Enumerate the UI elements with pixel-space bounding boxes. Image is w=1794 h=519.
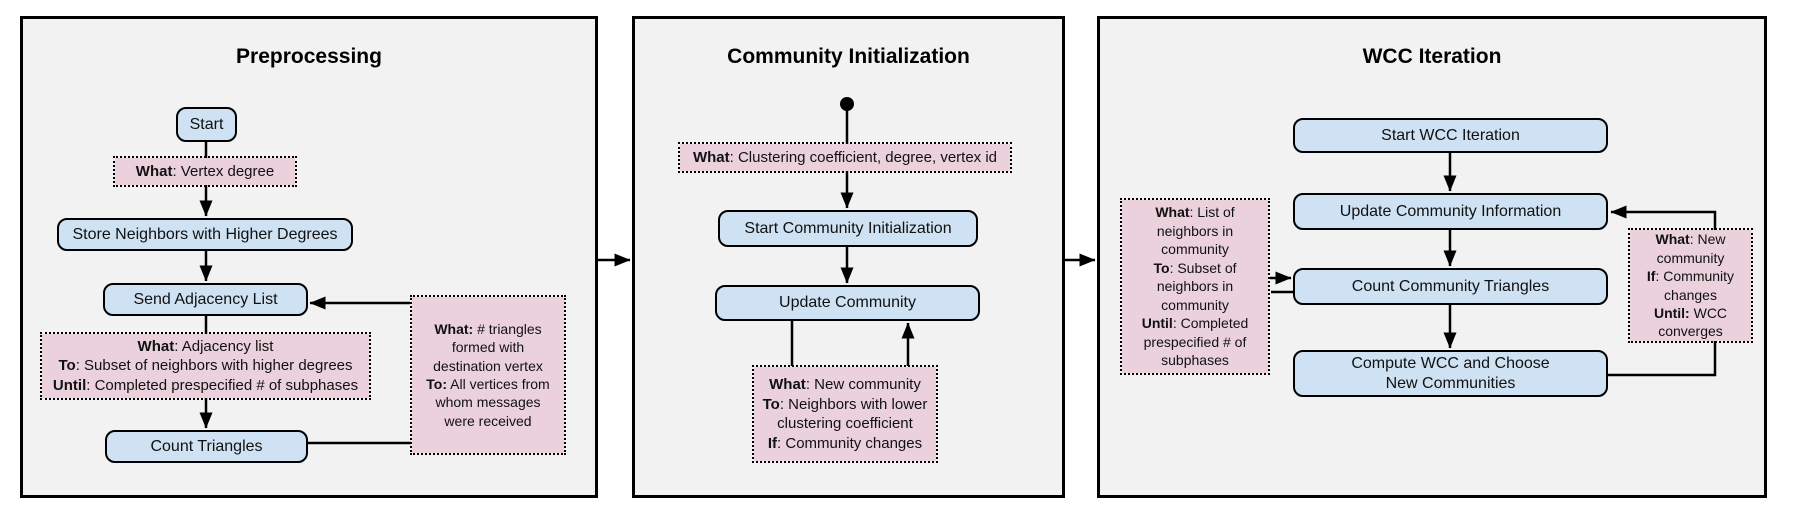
panel-preprocessing: Preprocessing (20, 16, 598, 498)
node-compute-wcc-choose-communities: Compute WCC and Choose New Communities (1293, 350, 1608, 397)
start-marker-dot (840, 97, 854, 111)
node-update-community: Update Community (715, 285, 980, 321)
panel-wcc-iteration-title: WCC Iteration (1362, 45, 1502, 68)
annotation-vertex-degree: What: Vertex degree (113, 156, 297, 187)
node-store-neighbors: Store Neighbors with Higher Degrees (57, 218, 353, 251)
node-count-community-triangles: Count Community Triangles (1293, 268, 1608, 305)
annotation-clustering-coefficient: What: Clustering coefficient, degree, ve… (678, 142, 1012, 173)
annotation-triangles-formed: What: # triangles formed with destinatio… (410, 295, 566, 455)
node-update-community-information: Update Community Information (1293, 193, 1608, 230)
panel-community-initialization-title: Community Initialization (727, 45, 970, 68)
panel-preprocessing-title: Preprocessing (236, 45, 382, 68)
node-count-triangles: Count Triangles (105, 430, 308, 463)
node-start-wcc-iteration: Start WCC Iteration (1293, 118, 1608, 153)
node-start-community-initialization: Start Community Initialization (718, 210, 978, 247)
node-start: Start (176, 107, 237, 142)
node-send-adjacency-list: Send Adjacency List (103, 283, 308, 316)
